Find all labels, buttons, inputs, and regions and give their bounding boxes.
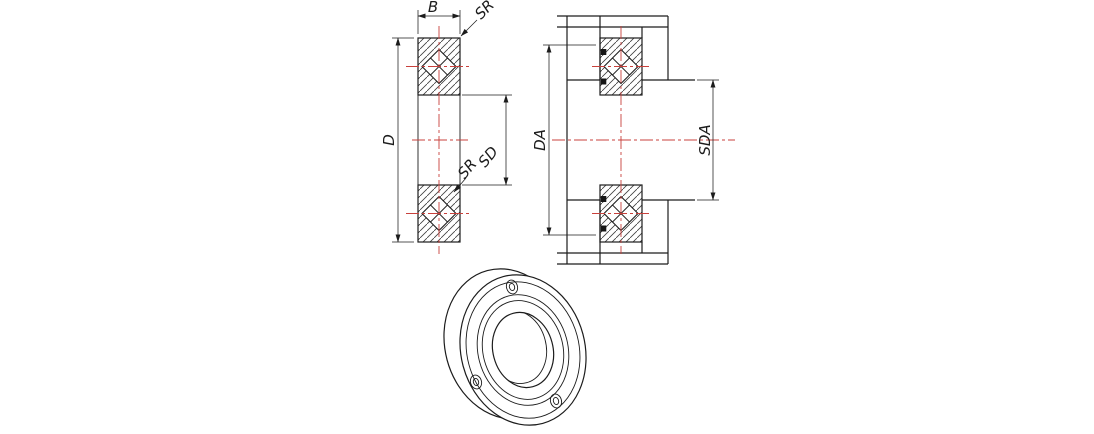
outer-chamfer-edge (465, 281, 581, 419)
dimension-b: B (417, 0, 461, 34)
section-centerlines (406, 26, 472, 254)
section-view: B SR D SD SR (380, 0, 512, 254)
mounted-view: DA SDA (531, 15, 735, 265)
leader-sr-outer: SR (460, 0, 498, 37)
seal-strip (600, 78, 607, 85)
label-da: DA (531, 129, 549, 151)
label-d: D (380, 134, 398, 146)
seal-strip (600, 196, 607, 202)
dimension-da: DA (531, 44, 596, 236)
label-sr-outer: SR (471, 0, 498, 23)
outer-rim-front-edge (459, 274, 587, 426)
inner-ring-face-edge (481, 300, 565, 400)
seal-strip (600, 49, 607, 55)
housing-and-clamps (557, 15, 669, 265)
mounting-holes (469, 279, 563, 409)
mounting-hole (549, 393, 563, 409)
mounting-hole (469, 374, 483, 390)
seal-strip (600, 225, 607, 232)
label-sda: SDA (696, 124, 714, 155)
ring-step-edge (476, 294, 570, 406)
label-b: B (428, 0, 438, 16)
perspective-view (443, 268, 587, 426)
mounting-hole (505, 279, 519, 295)
bore-front-edge (491, 311, 555, 389)
dimension-d: D (380, 37, 414, 243)
dimension-sda: SDA (696, 79, 719, 201)
mounted-centerlines (552, 26, 735, 254)
shaft (567, 79, 695, 201)
